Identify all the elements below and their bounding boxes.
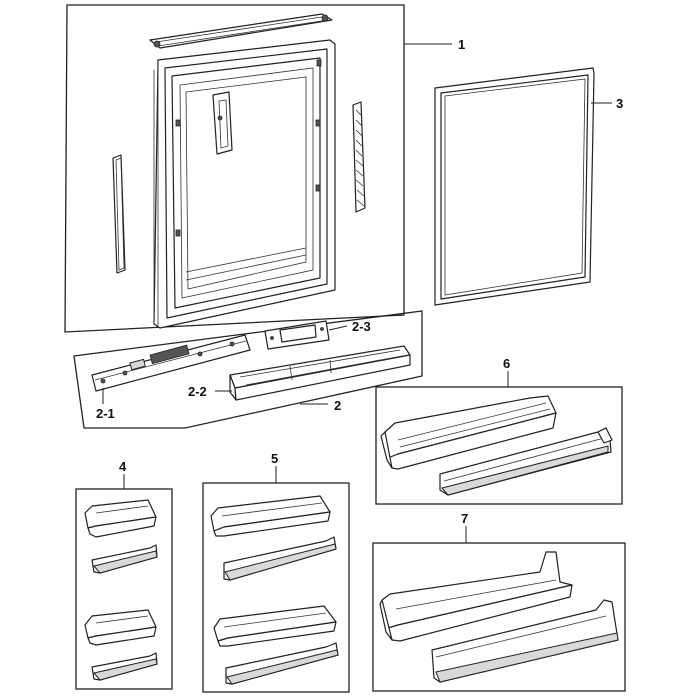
display-cover-2-3	[264, 320, 330, 350]
guard-group-7-frame	[372, 542, 626, 692]
door-assembly-group: 1	[64, 4, 465, 333]
callout-2-1: 2-1	[96, 406, 115, 421]
left-cap-strip	[112, 154, 126, 274]
callout-2: 2	[334, 398, 341, 413]
guard-4-c	[84, 609, 157, 646]
trim-assembly-frame	[73, 310, 423, 429]
door-assembly-frame	[64, 4, 405, 333]
guard-5-a	[210, 495, 331, 537]
guard-group-6: 6	[375, 356, 623, 505]
guard-5-d	[225, 642, 339, 685]
callout-5: 5	[271, 451, 278, 466]
guard-5-c	[213, 605, 337, 647]
callout-2-3: 2-3	[352, 319, 371, 334]
guard-group-4: 4	[75, 459, 173, 690]
guard-group-5: 5	[202, 451, 350, 693]
callout-3: 3	[616, 96, 623, 111]
guard-5-b	[223, 536, 337, 581]
guard-group-6-frame	[375, 386, 623, 505]
callout-4: 4	[119, 459, 127, 474]
door-panel	[153, 39, 336, 329]
guard-6-lower	[439, 427, 613, 496]
guard-7-lower	[431, 599, 619, 683]
trim-tray-2-2	[229, 345, 411, 401]
gasket-group: 3	[434, 67, 623, 306]
guard-7-upper	[379, 551, 573, 642]
trim-rail-2-1	[91, 334, 251, 392]
guard-4-b	[91, 544, 158, 574]
guard-group-7: 7	[372, 511, 626, 692]
right-hinge-strip	[352, 101, 366, 213]
callout-1: 1	[458, 37, 465, 52]
guard-6-upper	[380, 395, 557, 470]
callout-7: 7	[461, 511, 468, 526]
guard-4-a	[84, 499, 157, 538]
callout-2-2: 2-2	[188, 384, 207, 399]
callout-6: 6	[503, 356, 510, 371]
door-top-cap	[149, 13, 333, 49]
trim-assembly-group: 2-1 2-3 2-2 2	[73, 310, 423, 429]
guard-4-d	[91, 652, 158, 681]
